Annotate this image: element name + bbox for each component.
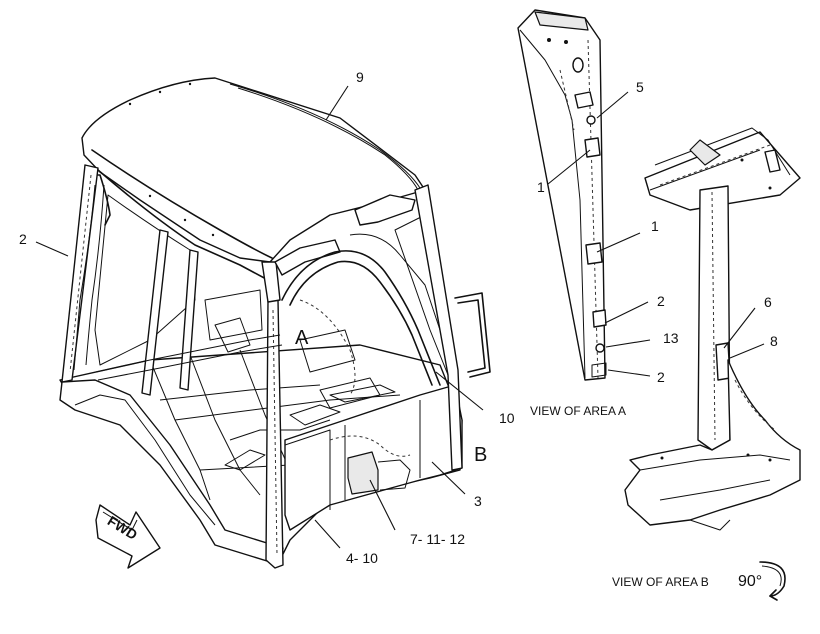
callout-1-upper: 1 [537, 179, 545, 195]
fuel-tank-bracket [347, 451, 379, 495]
right-front-lower-post [265, 299, 284, 569]
callout-10: 10 [499, 410, 515, 426]
right-rear-pillar [414, 184, 463, 471]
view-area-a-pillar [517, 9, 607, 381]
callout-8: 8 [770, 333, 778, 349]
right-front-upper-post [261, 261, 281, 303]
area-b-label: B [474, 444, 487, 466]
forward-arrow-icon: FWD [95, 504, 161, 569]
callout-7-11-12: 7- 11- 12 [410, 531, 465, 547]
callout-2-left: 2 [19, 231, 27, 247]
left-front-pillar [61, 164, 99, 383]
callout-1-lower: 1 [651, 218, 659, 234]
cab-assembly [59, 77, 491, 569]
area-a-label: A [295, 327, 309, 349]
rear-top-bracket [354, 194, 416, 226]
callout-9: 9 [356, 69, 364, 85]
view-of-area-b-title: VIEW OF AREA B [612, 575, 709, 589]
callout-5: 5 [636, 79, 644, 95]
view-of-area-a-title: VIEW OF AREA A [530, 404, 626, 418]
callout-6: 6 [764, 294, 772, 310]
callout-numbers: 9 2 10 3 7- 11- 12 4- 10 5 1 1 2 13 2 6 … [19, 69, 778, 566]
left-mid-pillar [141, 229, 169, 396]
callout-2-area-a-lower: 2 [657, 369, 665, 385]
rotation-label: 90° [738, 573, 762, 590]
leader-lines [35, 85, 765, 549]
rotation-90-indicator: 90° [738, 561, 786, 601]
callout-4-10: 4- 10 [346, 550, 378, 566]
roof-panel [81, 77, 426, 263]
callout-3: 3 [474, 493, 482, 509]
left-rear-pillar [179, 249, 199, 391]
view-area-b-pillar [624, 127, 801, 531]
callout-2-area-a-upper: 2 [657, 293, 665, 309]
callout-13: 13 [663, 330, 679, 346]
